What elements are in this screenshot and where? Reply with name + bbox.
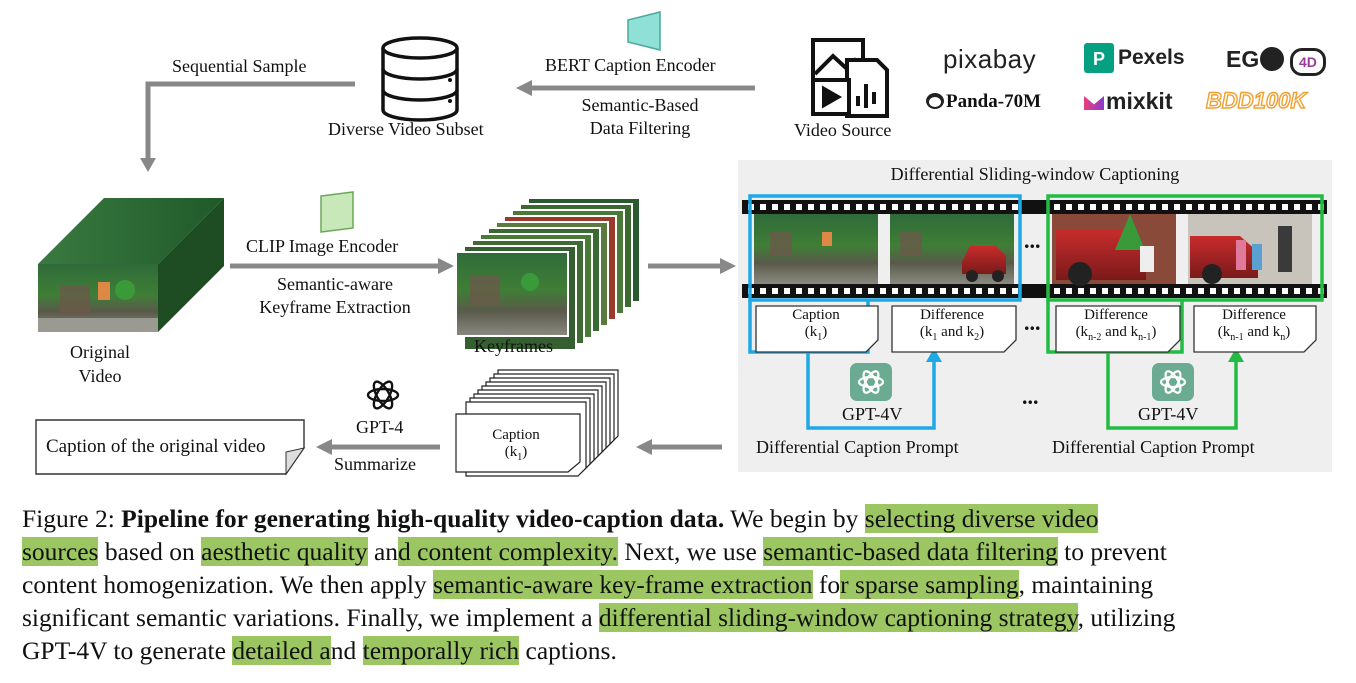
pexels-icon: P (1084, 43, 1114, 73)
ellipsis-notes: ... (1024, 310, 1041, 335)
mixkit-logo: mixkit (1106, 88, 1173, 114)
keyframes-label: Keyframes (474, 336, 553, 356)
pexels-logo: Pexels (1118, 46, 1185, 69)
caption-line-3: content homogenization. We then apply se… (22, 570, 1154, 599)
original-video-cube (38, 198, 224, 332)
gpt4v-label-1: GPT-4V (842, 404, 903, 424)
keyframe-extraction-line1: Semantic-aware (277, 274, 393, 294)
panel-title: Differential Sliding-window Captioning (890, 164, 1180, 184)
diverse-video-subset-label: Diverse Video Subset (328, 119, 484, 139)
caption-line-5: GPT-4V to generate detailed and temporal… (22, 636, 617, 665)
semantic-filter-line2: Data Filtering (589, 118, 691, 138)
video-source-icon (811, 38, 889, 118)
arrow-up-green (1228, 348, 1244, 362)
gpt4-icon (366, 380, 400, 410)
final-caption-label: Caption of the original video (46, 436, 266, 457)
ego4d-logo: EG (1226, 46, 1260, 72)
note-3: Difference (kn-2 and kn-1) (1075, 307, 1157, 343)
video-source-label: Video Source (794, 120, 892, 140)
summarize-label: Summarize (334, 454, 416, 474)
bdd100k-logo: BDD100K (1205, 87, 1307, 113)
keyframe-extraction-line2: Keyframe Extraction (259, 297, 411, 317)
diff-prompt-label-1: Differential Caption Prompt (756, 437, 959, 457)
flow-arrows (140, 80, 755, 455)
gpt4v-icon-2 (1152, 363, 1194, 401)
gpt4-label: GPT-4 (356, 417, 404, 437)
note-boxes (755, 305, 1317, 353)
bert-encoder-icon (627, 11, 661, 51)
diff-prompt-label-2: Differential Caption Prompt (1052, 437, 1255, 457)
original-video-line2: Video (78, 366, 122, 386)
caption-line-2: sources based on aesthetic quality and c… (22, 537, 1167, 566)
caption-stack (455, 369, 619, 477)
original-video-line1: Original (70, 342, 130, 362)
clip-encoder-label: CLIP Image Encoder (246, 236, 399, 256)
gpt4v-label-2: GPT-4V (1138, 404, 1199, 424)
note-2: Difference (k1 and k2) (919, 307, 985, 343)
semantic-filter-line1: Semantic-Based (581, 95, 699, 115)
database-icon (381, 36, 459, 122)
keyframes-stack (455, 197, 641, 351)
panda-logo: Panda-70M (946, 91, 1041, 112)
ego4d-badge: 4D (1290, 48, 1326, 76)
panda-icon (926, 93, 944, 109)
arrow-up-blue (926, 348, 942, 362)
sequential-sample-label: Sequential Sample (172, 56, 307, 76)
bert-encoder-label: BERT Caption Encoder (545, 55, 716, 75)
ellipsis-prompts: ... (1022, 384, 1039, 409)
film-strip (742, 200, 1327, 298)
pixabay-logo: pixabay (943, 44, 1037, 74)
note-1: Caption (k1) (792, 307, 840, 343)
ellipsis-frames: ... (1024, 228, 1041, 253)
caption-stack-text: Caption (k1) (492, 427, 540, 463)
globe-icon (1260, 47, 1284, 71)
clip-encoder-icon (320, 191, 354, 233)
gpt4v-icon-1 (850, 363, 892, 401)
caption-line-4: significant semantic variations. Finally… (22, 603, 1176, 632)
figure-caption: Figure 2: Pipeline for generating high-q… (22, 502, 1342, 667)
caption-line-1: Figure 2: Pipeline for generating high-q… (22, 504, 1099, 533)
diagram-canvas (35, 11, 1332, 477)
note-4: Difference (kn-1 and kn) (1217, 307, 1291, 343)
